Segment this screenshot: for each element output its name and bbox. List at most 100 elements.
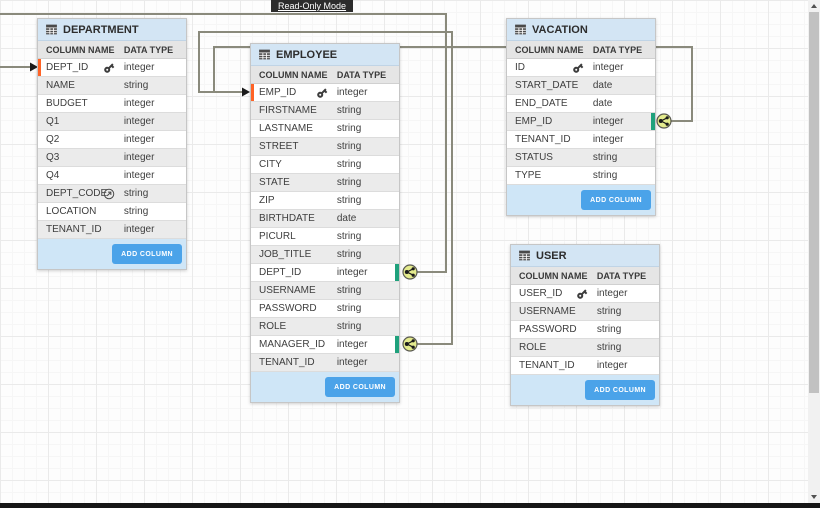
key-icon (572, 62, 584, 74)
table-grid-icon (514, 23, 527, 36)
key-icon (103, 62, 115, 74)
column-name: PICURL (259, 231, 296, 242)
column-data-type: integer (123, 62, 155, 73)
column-name: START_DATE (515, 80, 579, 91)
column-name: DEPT_ID (46, 62, 89, 73)
table-header[interactable]: DEPARTMENT (38, 19, 186, 41)
add-column-button[interactable]: ADD COLUMN (581, 190, 651, 210)
table-grid-icon (45, 23, 58, 36)
window-bottom-edge (0, 503, 820, 508)
table-footer: ADD COLUMN (511, 375, 659, 405)
table-header[interactable]: VACATION (507, 19, 655, 41)
table-header[interactable]: USER (511, 245, 659, 267)
read-only-mode-banner[interactable]: Read-Only Mode (271, 0, 354, 12)
column-row-DEPT_ID[interactable]: DEPT_ID integer (38, 59, 186, 77)
column-data-type: integer (123, 98, 155, 109)
data-type-header: DATA TYPE (596, 271, 647, 281)
column-name: Q1 (46, 116, 60, 127)
table-title: EMPLOYEE (276, 48, 338, 61)
column-name: BUDGET (46, 98, 88, 109)
vertical-scrollbar[interactable] (808, 0, 820, 503)
column-headers-row: COLUMN NAME DATA TYPE (251, 66, 399, 84)
table-DEPARTMENT[interactable]: DEPARTMENT COLUMN NAME DATA TYPE DEPT_ID… (37, 18, 187, 270)
column-row-BUDGET[interactable]: BUDGET integer (38, 95, 186, 113)
vertical-scrollbar-thumb[interactable] (809, 12, 819, 393)
add-column-button[interactable]: ADD COLUMN (585, 380, 655, 400)
column-data-type: string (336, 141, 362, 152)
relationship-wire (198, 31, 453, 345)
column-name: JOB_TITLE (259, 249, 312, 260)
column-data-type: date (336, 213, 357, 224)
fork-circle-icon[interactable] (402, 264, 418, 280)
column-name: NAME (46, 80, 75, 91)
table-header[interactable]: EMPLOYEE (251, 44, 399, 66)
column-row-STREET[interactable]: STREET string (251, 138, 399, 156)
fork-circle-icon[interactable] (656, 113, 672, 129)
relationship-wire (0, 13, 447, 273)
column-data-type: string (336, 123, 362, 134)
column-name: Q2 (46, 134, 60, 145)
column-name: ROLE (519, 342, 547, 353)
data-type-header: DATA TYPE (592, 45, 643, 55)
relationship-wires (0, 13, 693, 352)
column-data-type: string (336, 321, 362, 332)
column-data-type: integer (336, 267, 368, 278)
column-name: STREET (259, 141, 299, 152)
add-column-button[interactable]: ADD COLUMN (112, 244, 182, 264)
scroll-down-button[interactable] (808, 491, 820, 503)
column-headers-row: COLUMN NAME DATA TYPE (38, 41, 186, 59)
column-data-type: string (336, 195, 362, 206)
table-title: USER (536, 249, 567, 262)
add-column-button[interactable]: ADD COLUMN (325, 377, 395, 397)
key-icon (316, 87, 328, 99)
column-data-type: integer (596, 288, 628, 299)
fork-circle-icon[interactable] (402, 336, 418, 352)
arrowhead-icon (242, 87, 250, 97)
column-data-type: string (596, 324, 622, 335)
column-name: PASSWORD (259, 303, 317, 314)
column-data-type: string (336, 105, 362, 116)
diagram-canvas[interactable]: DEPARTMENT COLUMN NAME DATA TYPE DEPT_ID… (0, 0, 808, 503)
column-data-type: string (336, 177, 362, 188)
scroll-up-button[interactable] (808, 0, 820, 12)
